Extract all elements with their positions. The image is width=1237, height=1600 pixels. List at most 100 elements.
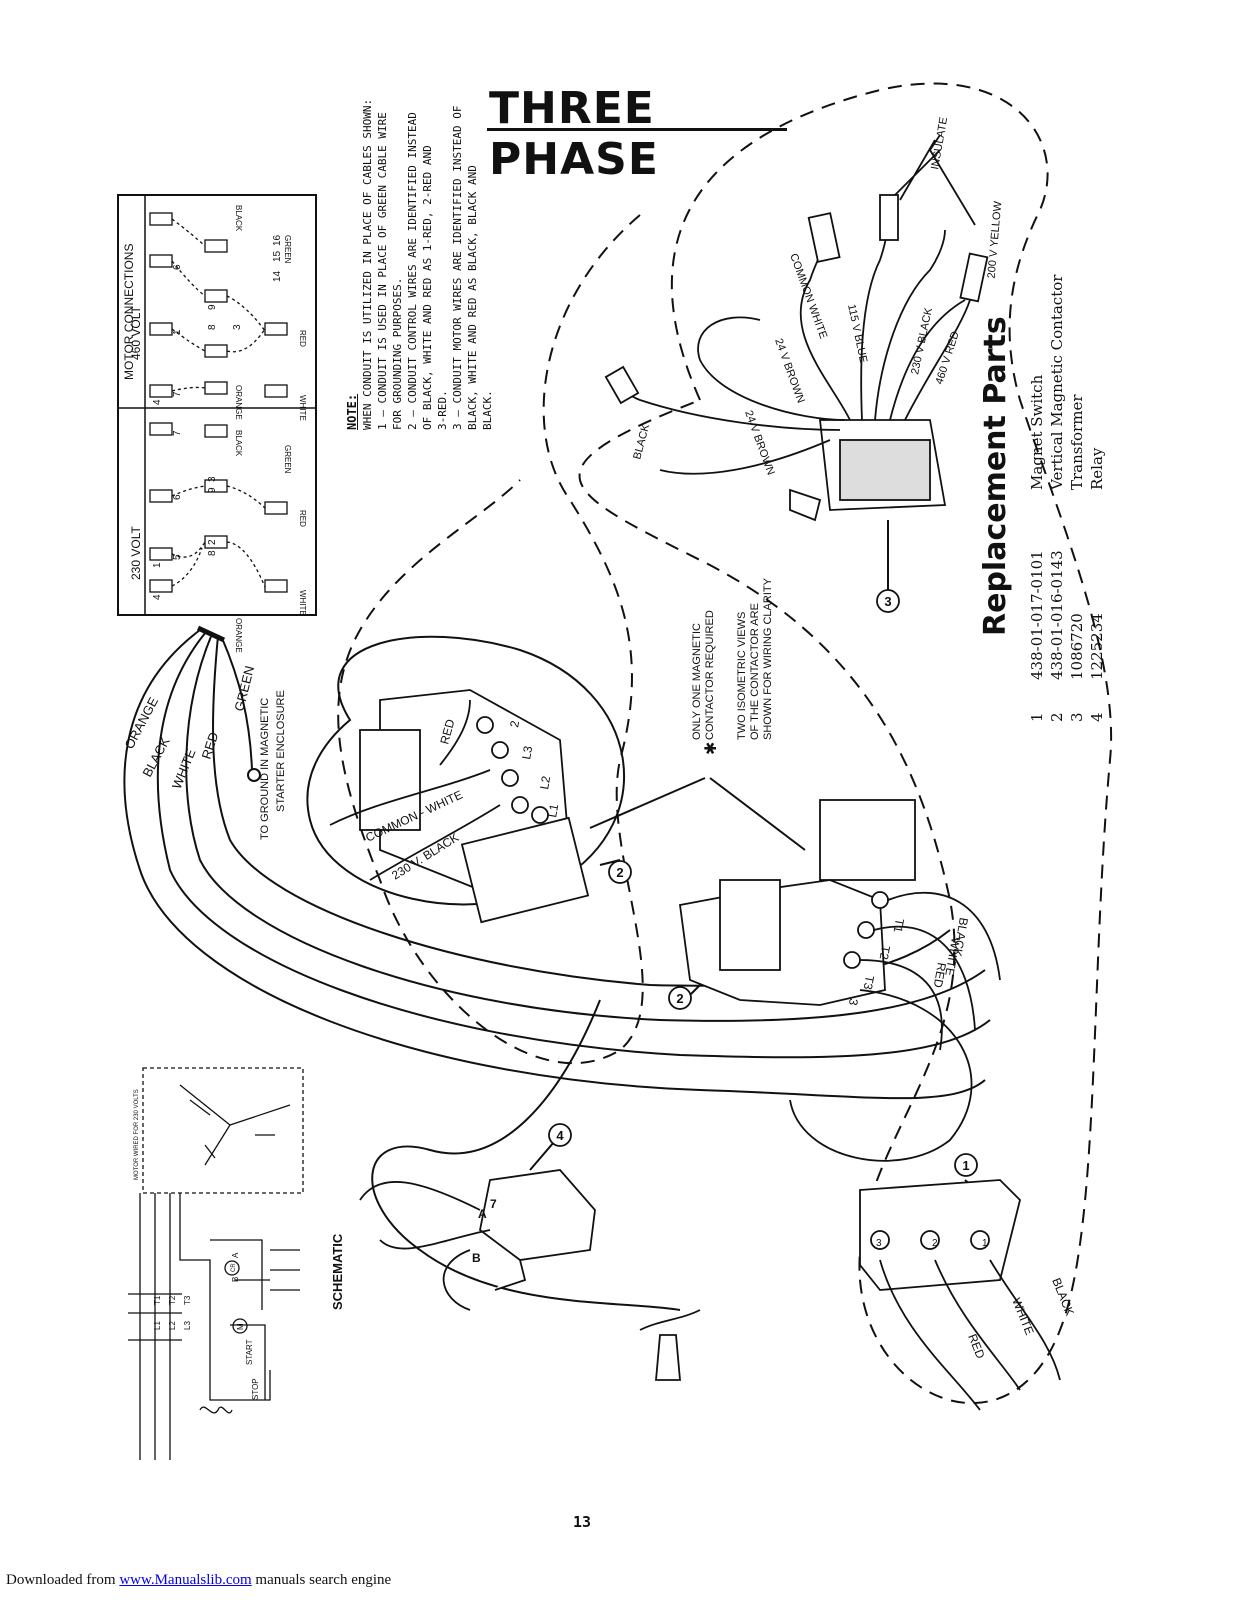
replacement-parts-title: Replacement Parts (978, 316, 1013, 636)
svg-text:L1: L1 (153, 1321, 162, 1330)
svg-text:7: 7 (172, 430, 183, 436)
part-number-1: 438-01-017-0101 (1028, 550, 1046, 680)
svg-text:5: 5 (172, 554, 183, 560)
svg-text:L3: L3 (183, 1321, 192, 1330)
svg-text:15: 15 (272, 250, 283, 262)
svg-text:MOTOR WIRED FOR 230 VOLTS: MOTOR WIRED FOR 230 VOLTS (134, 1089, 140, 1180)
svg-text:L3: L3 (519, 745, 535, 761)
svg-text:2: 2 (932, 1238, 938, 1249)
svg-text:CONTACTOR REQUIRED: CONTACTOR REQUIRED (704, 610, 716, 740)
svg-text:200 V YELLOW: 200 V YELLOW (986, 200, 1005, 279)
svg-text:BLACK: BLACK (234, 430, 243, 457)
svg-text:4: 4 (152, 399, 163, 405)
page-number: 13 (573, 1513, 592, 1531)
svg-text:WHITE: WHITE (298, 590, 307, 616)
svg-text:460 VOLT: 460 VOLT (129, 306, 143, 360)
svg-text:START: START (245, 1339, 254, 1365)
part-desc-3: Transformer (1068, 394, 1086, 490)
svg-text:8: 8 (207, 324, 218, 330)
svg-text:M: M (236, 1323, 245, 1330)
transformer (604, 134, 989, 522)
svg-text:2: 2 (676, 991, 683, 1006)
contactor-note: ✱ ONLY ONE MAGNETIC CONTACTOR REQUIRED T… (691, 577, 774, 755)
svg-text:MOTOR CONNECTIONS: MOTOR CONNECTIONS (122, 244, 136, 380)
svg-text:460 V RED: 460 V RED (933, 330, 961, 386)
svg-text:CR: CR (231, 1263, 237, 1272)
contactor-bottom (678, 799, 1001, 1162)
note-intro: WHEN CONDUIT IS UTILIZED IN PLACE OF CAB… (361, 98, 374, 430)
svg-text:3: 3 (876, 1238, 882, 1249)
parts-num-2: 2 (1048, 712, 1066, 722)
svg-text:BLACK: BLACK (950, 916, 971, 957)
svg-text:✱: ✱ (703, 742, 720, 755)
svg-text:RED: RED (199, 730, 222, 761)
svg-text:T2: T2 (168, 1295, 177, 1305)
svg-text:RED: RED (298, 330, 307, 347)
manualslib-link[interactable]: www.Manualslib.com (119, 1572, 252, 1588)
svg-text:L2: L2 (537, 775, 553, 791)
relay (359, 1169, 596, 1311)
note-line: BLACK. (481, 390, 494, 430)
svg-text:WHITE: WHITE (169, 746, 199, 791)
svg-text:BLACK: BLACK (631, 422, 652, 461)
footer-suffix: manuals search engine (251, 1572, 392, 1588)
part-desc-4: Relay (1088, 447, 1106, 490)
svg-text:L2: L2 (168, 1321, 177, 1330)
svg-text:14: 14 (272, 270, 283, 282)
svg-text:9: 9 (207, 304, 218, 310)
note-line: BLACK, WHITE AND RED AS BLACK, BLACK AND (466, 165, 479, 430)
schematic (128, 1067, 304, 1460)
footer-prefix: Downloaded from (6, 1572, 120, 1588)
svg-text:RED: RED (931, 961, 949, 989)
svg-text:A: A (231, 1252, 240, 1258)
note-line: 3 – CONDUIT MOTOR WIRES ARE IDENTIFIED I… (451, 105, 464, 430)
svg-text:7: 7 (172, 391, 183, 397)
svg-text:3: 3 (232, 324, 243, 330)
svg-text:T3: T3 (183, 1295, 192, 1305)
svg-text:T3: T3 (861, 974, 877, 991)
svg-text:GREEN: GREEN (283, 445, 292, 474)
svg-text:ORANGE: ORANGE (234, 618, 243, 653)
note-line: 2 – CONDUIT CONTROL WIRES ARE IDENTIFIED… (406, 112, 419, 430)
part-desc-1: Magnet Switch (1028, 374, 1046, 490)
svg-text:2: 2 (207, 539, 218, 545)
callout-circles (548, 589, 978, 1177)
parts-num-1: 1 (1028, 712, 1046, 722)
part-number-2: 438-01-016-0143 (1048, 550, 1066, 680)
conduit-note: NOTE: WHEN CONDUIT IS UTILIZED IN PLACE … (345, 99, 495, 430)
svg-text:1: 1 (152, 562, 163, 568)
parts-num-3: 3 (1068, 712, 1086, 722)
svg-text:6: 6 (172, 264, 183, 270)
svg-text:3: 3 (884, 594, 891, 609)
note-heading: NOTE: (345, 393, 359, 430)
svg-text:T1: T1 (891, 917, 907, 934)
svg-text:STARTER ENCLOSURE: STARTER ENCLOSURE (275, 690, 287, 812)
svg-text:RED: RED (965, 1332, 988, 1361)
svg-text:1: 1 (962, 1158, 969, 1173)
svg-text:RED: RED (298, 510, 307, 527)
svg-text:B: B (472, 1251, 481, 1265)
note-line: 3-RED. (436, 390, 449, 430)
svg-text:STOP: STOP (251, 1378, 260, 1400)
svg-text:230 V BLACK: 230 V BLACK (909, 306, 935, 376)
svg-text:2: 2 (507, 719, 522, 728)
schematic-labels: SCHEMATIC MOTOR WIRED FOR 230 VOLTS L1 L… (134, 1089, 345, 1400)
page-title: THREE PHASE (489, 83, 659, 185)
svg-text:TO GROUND IN MAGNETIC: TO GROUND IN MAGNETIC (259, 698, 271, 840)
splice-connector (639, 1309, 701, 1381)
motor-connections-panel (117, 194, 317, 616)
svg-text:9: 9 (207, 487, 218, 493)
svg-text:4: 4 (556, 1128, 564, 1143)
part-desc-2: Vertical Magnetic Contactor (1048, 274, 1066, 490)
svg-text:1: 1 (982, 1238, 988, 1249)
svg-text:1: 1 (172, 329, 183, 335)
magnet-switch (859, 1179, 1061, 1411)
svg-text:BLACK: BLACK (139, 734, 172, 779)
svg-text:T1: T1 (153, 1295, 162, 1305)
relay-labels: A B 7 (472, 1197, 497, 1265)
contactor-top (329, 689, 590, 924)
note-line: 1 – CONDUIT IS USED IN PLACE OF GREEN CA… (376, 112, 389, 430)
svg-text:WHITE: WHITE (298, 395, 307, 421)
part-number-3: 1086720 (1068, 613, 1086, 680)
svg-text:RED: RED (437, 717, 457, 745)
